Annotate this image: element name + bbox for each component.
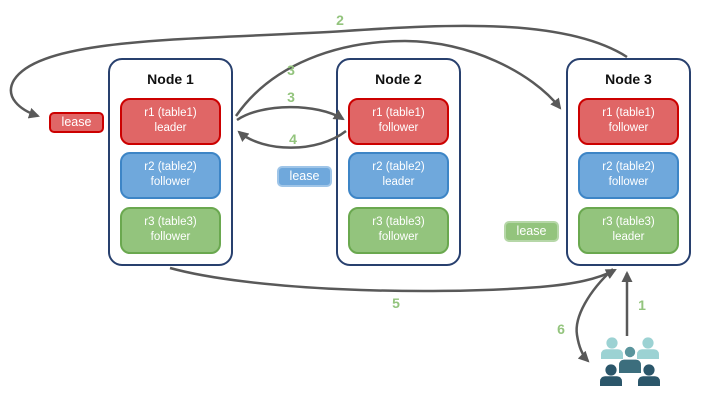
client-mid-head [624,346,636,358]
node-3-replica-r3: r3 (table3) leader [578,207,679,254]
replica-role: follower [608,122,649,134]
step-label-6: 6 [557,321,565,337]
replica-name: r1 (table1) [372,107,425,119]
node-1-replica-r3: r3 (table3) follower [120,207,221,254]
node-2-replica-r3: r3 (table3) follower [348,207,449,254]
replica-role: follower [608,176,649,188]
clients-group-icon [600,337,660,386]
replica-role: leader [612,231,645,243]
node-2-title: Node 2 [375,71,422,87]
step-label-1: 1 [638,297,646,313]
node-2-replica-r2: r2 (table2) leader [348,152,449,199]
step-label-2: 2 [336,12,344,28]
lease-tag-table3: lease [504,221,559,242]
step-label-3b: 3 [287,89,295,105]
node-3-title: Node 3 [605,71,652,87]
replica-name: r1 (table1) [602,107,655,119]
replica-role: follower [378,231,419,243]
lease-tag-table1: lease [49,112,104,133]
replica-name: r2 (table2) [372,161,425,173]
node-3-box: Node 3 r1 (table1) follower r2 (table2) … [566,58,691,266]
replica-role: follower [378,122,419,134]
node-1-replica-r2: r2 (table2) follower [120,152,221,199]
replica-role: follower [150,231,191,243]
step-label-5: 5 [392,295,400,311]
arrow-step-2-node3-to-lease [9,24,628,119]
step-label-4: 4 [289,131,297,147]
node-2-replica-r1: r1 (table1) follower [348,98,449,145]
replica-name: r3 (table3) [602,216,655,228]
node-1-title: Node 1 [147,71,194,87]
lease-tag-table2: lease [277,166,332,187]
node-3-replica-r2: r2 (table2) follower [578,152,679,199]
node-1-replica-r1: r1 (table1) leader [120,98,221,145]
arrow-step-5-node1-to-node3 [169,266,617,293]
replica-name: r3 (table3) [372,216,425,228]
replica-name: r1 (table1) [144,107,197,119]
arrow-step-3-node1-to-node2 [236,105,345,122]
replica-name: r2 (table2) [144,161,197,173]
replica-name: r3 (table3) [144,216,197,228]
node-3-replica-r1: r1 (table1) follower [578,98,679,145]
step-label-3a: 3 [287,62,295,78]
node-2-box: Node 2 r1 (table1) follower r2 (table2) … [336,58,461,266]
replica-role: leader [382,176,415,188]
node-1-box: Node 1 r1 (table1) leader r2 (table2) fo… [108,58,233,266]
arrow-step-6-node3-to-client [575,268,614,363]
replica-name: r2 (table2) [602,161,655,173]
client-mid-body [619,359,641,373]
replica-role: leader [154,122,187,134]
replica-role: follower [150,176,191,188]
